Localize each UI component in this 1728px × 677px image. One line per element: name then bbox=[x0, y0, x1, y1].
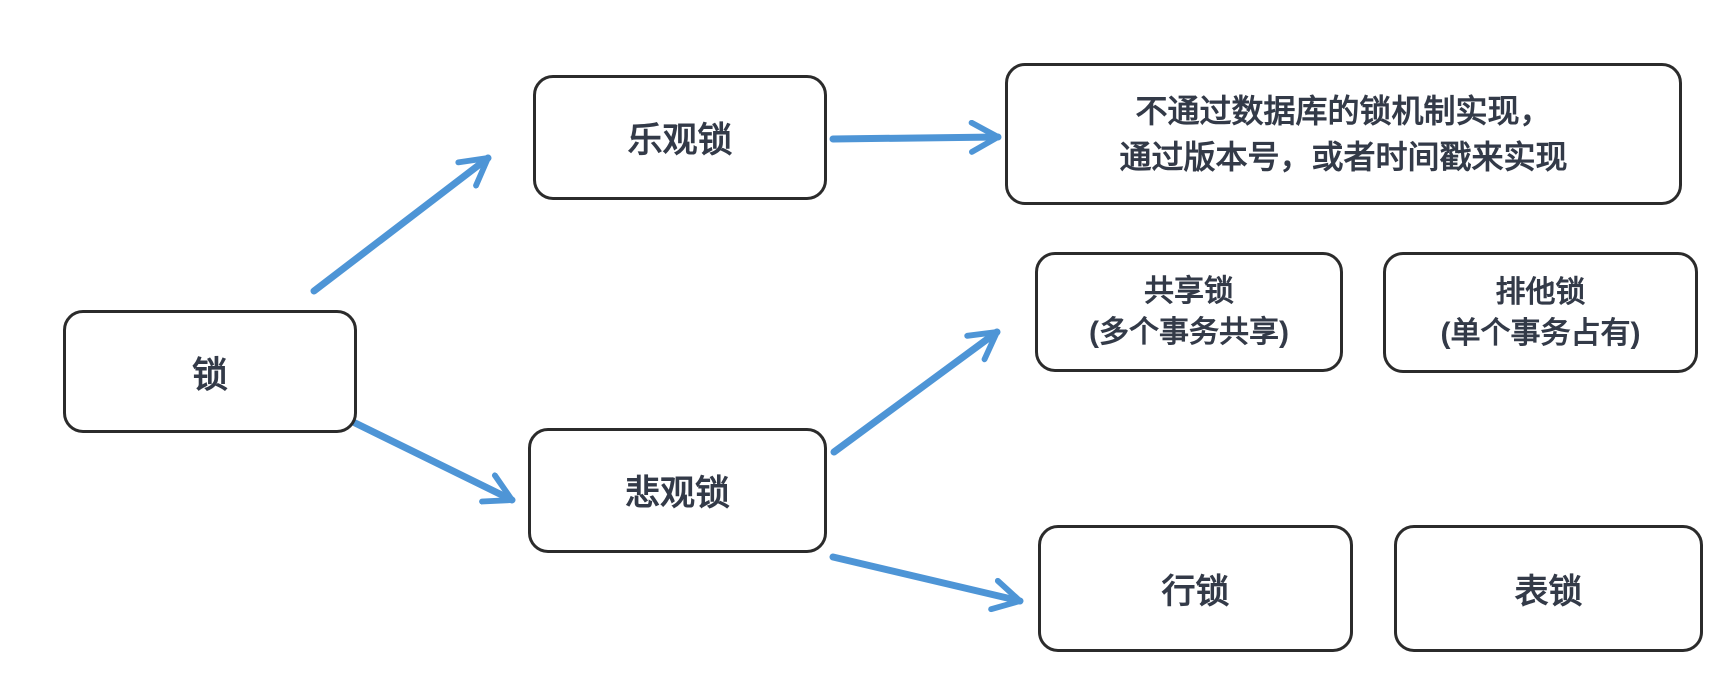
optimistic-description-line-2: 通过版本号，或者时间戳来实现 bbox=[1119, 139, 1568, 175]
node-table-lock: 表锁 bbox=[1394, 525, 1703, 652]
node-pessimistic-lock: 悲观锁 bbox=[528, 428, 827, 553]
optimistic-description-line-1: 不通过数据库的锁机制实现， bbox=[1135, 93, 1552, 129]
node-table-lock-label: 表锁 bbox=[1514, 573, 1583, 611]
exclusive-lock-title: 排他锁 bbox=[1495, 275, 1586, 309]
node-optimistic-lock-label: 乐观锁 bbox=[627, 121, 733, 160]
arrow-lock-to-pessimistic bbox=[343, 415, 516, 505]
node-row-lock: 行锁 bbox=[1038, 525, 1353, 652]
node-pessimistic-lock-label: 悲观锁 bbox=[624, 474, 730, 513]
node-optimistic-lock: 乐观锁 bbox=[533, 75, 827, 200]
arrow-optimistic-to-description bbox=[829, 119, 1002, 155]
shared-lock-subtitle: (多个事务共享) bbox=[1089, 316, 1289, 349]
node-lock: 锁 bbox=[63, 310, 357, 433]
node-row-lock-label: 行锁 bbox=[1161, 573, 1230, 611]
node-exclusive-lock: 排他锁 (单个事务占有) bbox=[1383, 252, 1698, 373]
node-shared-lock: 共享锁 (多个事务共享) bbox=[1035, 252, 1343, 372]
node-optimistic-lock-description: 不通过数据库的锁机制实现， 通过版本号，或者时间戳来实现 bbox=[1005, 63, 1682, 205]
arrow-pessimistic-to-shared-lock bbox=[830, 328, 1001, 456]
shared-lock-title: 共享锁 bbox=[1144, 275, 1234, 308]
exclusive-lock-subtitle: (单个事务占有) bbox=[1440, 316, 1641, 350]
node-lock-label: 锁 bbox=[191, 353, 228, 395]
arrow-lock-to-optimistic bbox=[310, 154, 492, 295]
arrow-pessimistic-to-row-lock bbox=[829, 553, 1024, 613]
